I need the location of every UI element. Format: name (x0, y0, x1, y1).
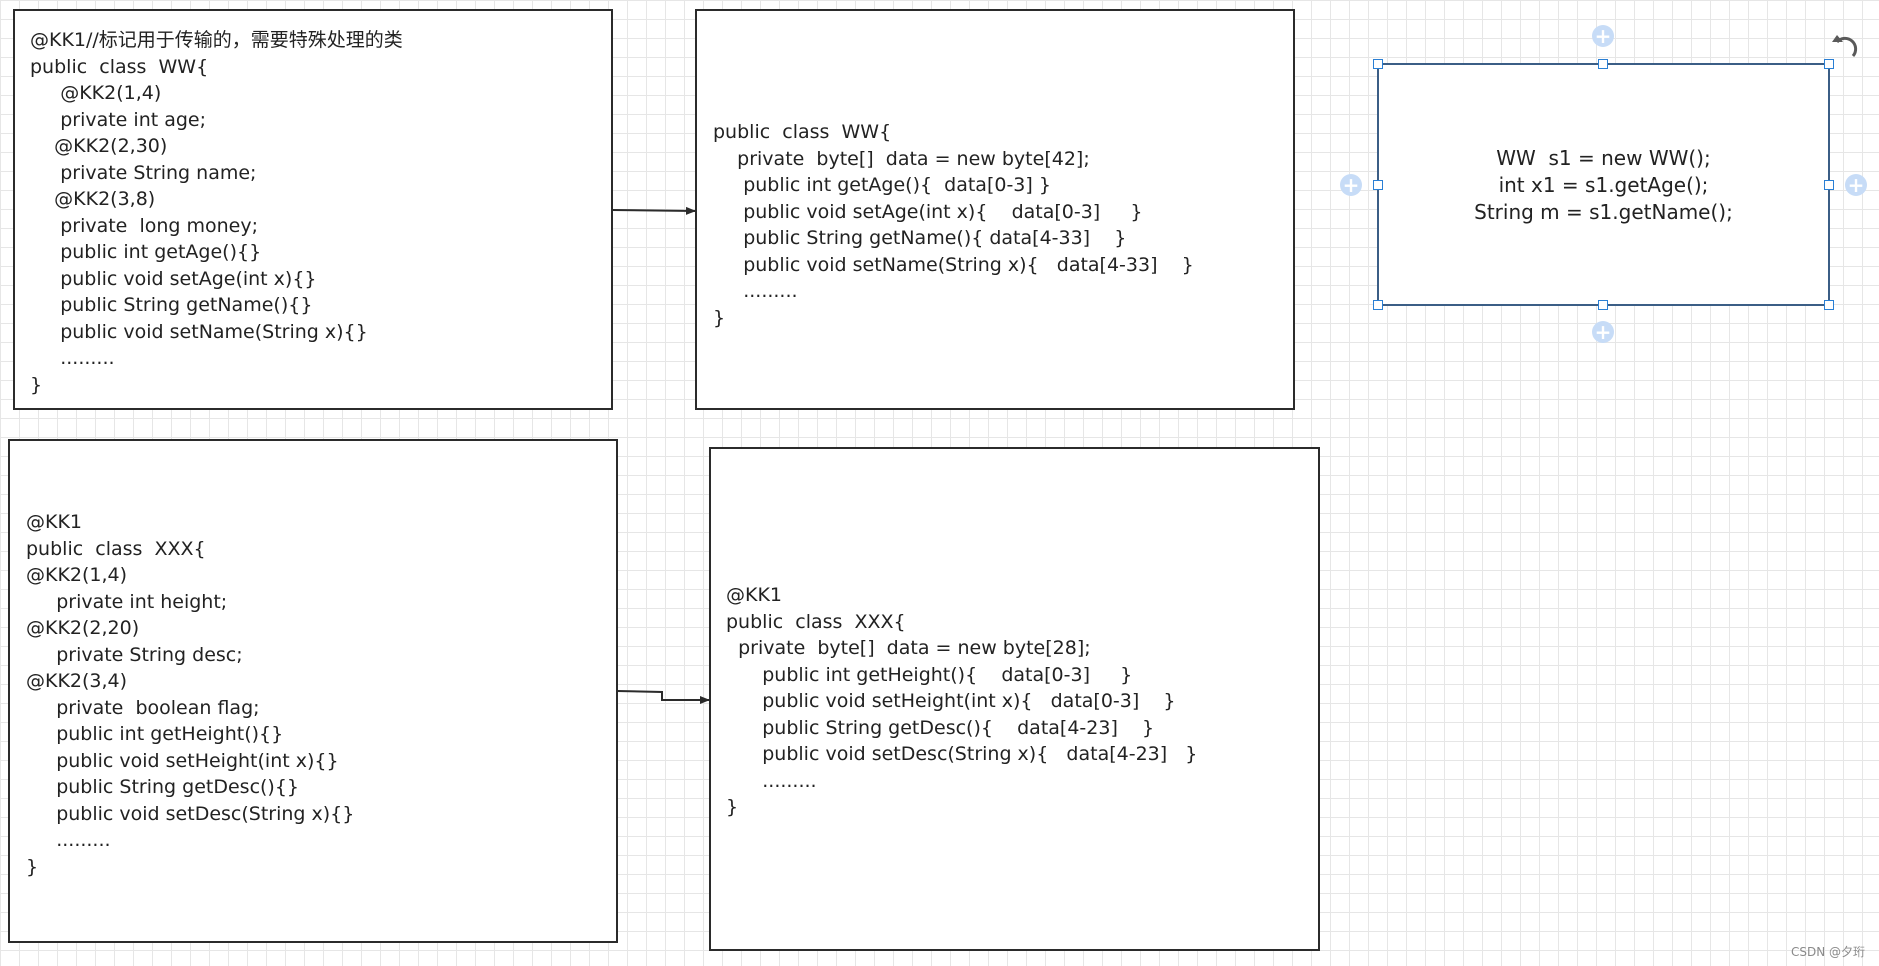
code-line: public class WW{ (713, 121, 892, 143)
code-line: public void setAge(int x){ data[0-3] } (713, 200, 1143, 223)
code-line: private int age; (30, 108, 207, 131)
code-line: public void setDesc(String x){} (26, 802, 355, 825)
resize-handle-bottom-right[interactable] (1824, 300, 1834, 310)
code-line: @KK2(3,8) (30, 188, 156, 210)
code-line: public void setName(String x){} (30, 320, 368, 343)
code-line: public String getDesc(){} (26, 776, 300, 798)
code-line: @KK1 (726, 584, 783, 606)
resize-handle-bottom-left[interactable] (1373, 300, 1383, 310)
resize-handle-top[interactable] (1598, 59, 1608, 69)
code-line: @KK2(3,4) (26, 670, 128, 692)
code-line: @KK2(1,4) (30, 82, 162, 104)
code-line: } (726, 796, 739, 818)
watermark: CSDN @夕珩 (1790, 945, 1865, 959)
code-line: private boolean flag; (26, 696, 260, 719)
code-line: public void setName(String x){ data[4-33… (713, 253, 1194, 276)
plus-circle-icon[interactable]: + (1845, 174, 1867, 196)
code-line: } (26, 855, 39, 878)
usage-box[interactable]: WW s1 = new WW(); int x1 = s1.getAge(); St… (1377, 63, 1830, 306)
code-line: private int height; (26, 590, 228, 613)
code-line: private long money; (30, 214, 259, 237)
code-line: public String getName(){} (30, 294, 313, 316)
code-line: public class XXX{ (726, 610, 906, 633)
code-line: public void setHeight(int x){ data[0-3] … (726, 690, 1176, 712)
arrow-xxx-to-compiled[interactable] (616, 690, 710, 704)
code-line: } (713, 306, 726, 329)
ww-compiled-code: public class WW{ private byte[] data = n… (713, 119, 1194, 331)
arrow-ww-to-compiled[interactable] (611, 206, 696, 215)
ww-compiled-box[interactable]: public class WW{ private byte[] data = n… (695, 9, 1295, 410)
code-line: public String getDesc(){ data[4-23] } (726, 716, 1155, 739)
code-line: @KK2(2,20) (26, 617, 140, 639)
code-line: int x1 = s1.getAge(); (1498, 173, 1709, 197)
xxx-source-code: @KK1 public class XXX{ @KK2(1,4) private i… (26, 509, 354, 880)
resize-handle-left[interactable] (1373, 180, 1383, 190)
resize-handle-bottom[interactable] (1598, 300, 1608, 310)
code-line: private byte[] data = new byte[42]; (713, 147, 1090, 170)
code-line: private byte[] data = new byte[28]; (726, 637, 1091, 659)
plus-circle-icon[interactable]: + (1340, 174, 1362, 196)
code-line: public void setHeight(int x){} (26, 749, 339, 772)
ww-source-box[interactable]: @KK1//标记用于传输的，需要特殊处理的类 public class WW{ @… (13, 9, 613, 410)
code-line: WW s1 = new WW(); (1496, 146, 1711, 170)
code-line: public int getHeight(){ data[0-3] } (726, 663, 1133, 686)
code-line: private String desc; (26, 643, 243, 666)
code-line: public String getName(){ data[4-33] } (713, 227, 1127, 249)
code-line: ......... (713, 280, 798, 302)
plus-circle-icon[interactable]: + (1592, 321, 1614, 343)
code-line: ......... (26, 829, 111, 851)
code-line: private String name; (30, 161, 257, 184)
resize-handle-top-left[interactable] (1373, 59, 1383, 69)
xxx-compiled-box[interactable]: @KK1 public class XXX{ private byte[] dat… (709, 447, 1320, 951)
code-line: public int getAge(){ data[0-3] } (713, 174, 1051, 196)
code-line: @KK2(1,4) (26, 564, 128, 586)
code-line: public void setDesc(String x){ data[4-23… (726, 743, 1198, 765)
code-line: ......... (30, 347, 115, 369)
code-line: String m = s1.getName(); (1474, 200, 1733, 224)
code-line: } (30, 373, 43, 396)
code-line: public int getAge(){} (30, 241, 262, 263)
code-line: public class XXX{ (26, 537, 206, 560)
plus-circle-icon[interactable]: + (1592, 25, 1614, 47)
code-line: @KK2(2,30) (30, 135, 168, 157)
xxx-source-box[interactable]: @KK1 public class XXX{ @KK2(1,4) private i… (8, 439, 618, 943)
code-line: @KK1 (26, 511, 83, 533)
ww-source-code: @KK1//标记用于传输的，需要特殊处理的类 public class WW{ @… (30, 27, 403, 398)
resize-handle-top-right[interactable] (1824, 59, 1834, 69)
usage-code: WW s1 = new WW(); int x1 = s1.getAge(); St… (1379, 145, 1828, 226)
code-line: public void setAge(int x){} (30, 267, 317, 290)
code-line: ......... (726, 769, 817, 792)
rotate-arrow-icon[interactable] (1831, 32, 1861, 62)
code-line: public class WW{ (30, 55, 209, 78)
code-line: public int getHeight(){} (26, 723, 284, 745)
resize-handle-right[interactable] (1824, 180, 1834, 190)
xxx-compiled-code: @KK1 public class XXX{ private byte[] dat… (726, 582, 1197, 821)
code-line: @KK1//标记用于传输的，需要特殊处理的类 (30, 29, 403, 51)
